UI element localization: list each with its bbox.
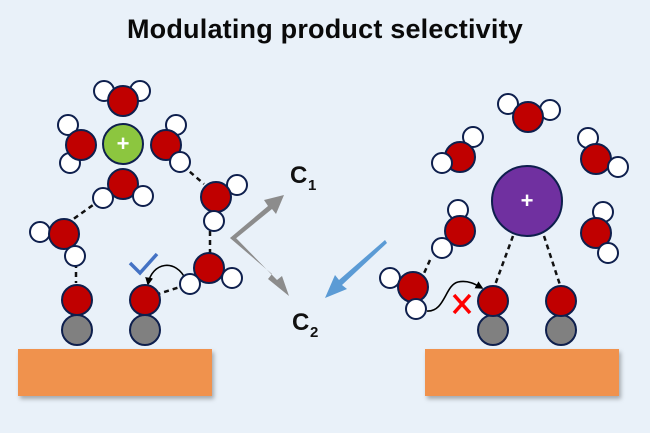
adsorbed-co	[129, 284, 161, 346]
right-electrode	[425, 349, 619, 396]
c1-subscript: 1	[308, 177, 316, 194]
cross-icon	[452, 293, 472, 315]
large-cation: +	[491, 165, 563, 237]
cation-charge-label: +	[521, 188, 534, 213]
small-cation: +	[102, 123, 144, 165]
water-molecule	[497, 93, 561, 133]
water-molecule	[431, 126, 484, 174]
check-icon	[128, 252, 159, 276]
water-molecule	[93, 80, 151, 117]
arrow-to-c2-blue	[325, 240, 387, 298]
left-panel: +	[29, 80, 248, 346]
adsorbed-co	[545, 285, 577, 346]
product-c2: C 2	[292, 309, 318, 341]
figure-title: Modulating product selectivity	[126, 14, 524, 44]
product-arrows	[230, 195, 387, 298]
left-proton-transfer-arrow	[145, 264, 187, 286]
water-molecule	[179, 252, 243, 295]
water-molecule	[431, 199, 476, 259]
water-molecule	[29, 218, 86, 267]
c2-label: C	[292, 309, 309, 336]
c2-subscript: 2	[310, 324, 318, 341]
water-molecule	[577, 127, 629, 178]
adsorbed-co	[61, 284, 93, 346]
water-molecule	[150, 114, 191, 173]
water-molecule	[57, 114, 97, 174]
product-c1: C 1	[290, 162, 316, 194]
right-panel: +	[379, 93, 629, 346]
left-electrode	[18, 349, 212, 396]
c1-label: C	[290, 162, 307, 189]
water-molecule	[92, 168, 154, 209]
water-molecule	[200, 174, 248, 232]
arrow-to-c1	[230, 195, 284, 240]
adsorbed-co	[477, 285, 509, 346]
arrow-to-c2-gray	[230, 236, 289, 296]
water-molecule	[580, 201, 619, 264]
right-proton-transfer-arrow	[426, 280, 484, 312]
cation-charge-label: +	[117, 131, 130, 156]
water-molecule	[379, 267, 429, 320]
